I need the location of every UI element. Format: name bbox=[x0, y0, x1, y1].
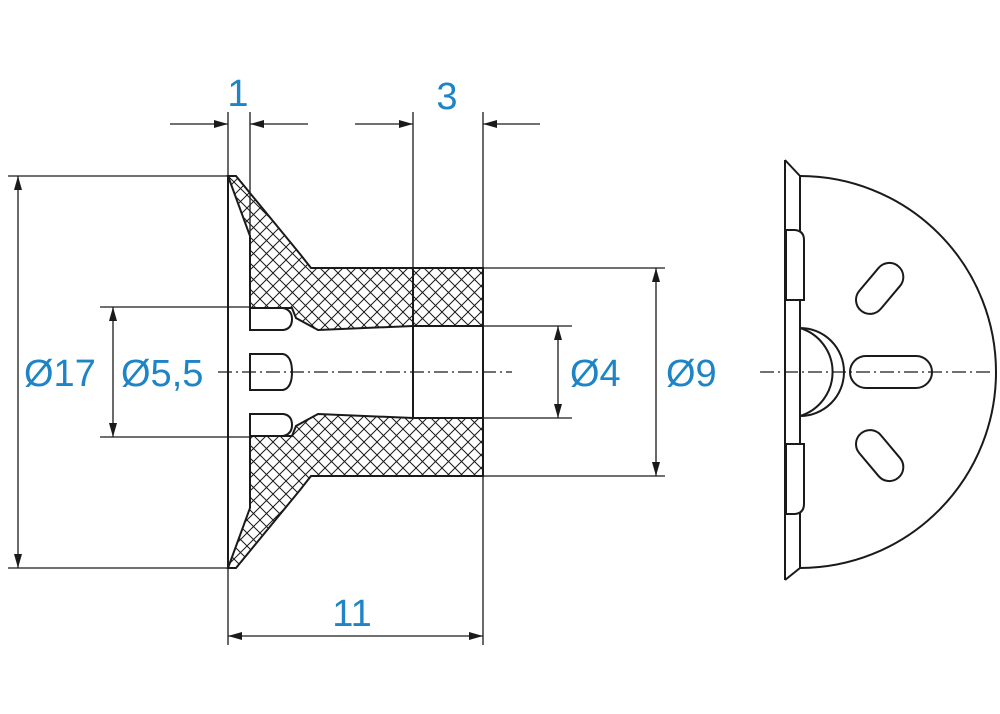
edge-slot-bottom bbox=[785, 443, 805, 515]
edge-slot-top bbox=[785, 229, 805, 301]
radial-slot-upper bbox=[855, 261, 905, 315]
dim-flange-diameter: Ø17 bbox=[24, 353, 96, 395]
slot-lower bbox=[249, 413, 294, 437]
lower-section bbox=[226, 412, 484, 569]
dimension-labels: 1 3 11 Ø17 Ø5,5 Ø4 Ø9 bbox=[24, 73, 717, 635]
dim-shank-diameter: Ø9 bbox=[666, 353, 717, 395]
dim-collar-step: 3 bbox=[436, 76, 457, 118]
dim-inner-diameter: Ø4 bbox=[570, 353, 621, 395]
radial-slot-lower bbox=[855, 429, 905, 483]
dim-bore-diameter: Ø5,5 bbox=[121, 353, 203, 395]
side-view bbox=[760, 159, 997, 581]
upper-section bbox=[226, 175, 484, 332]
dim-overall-length: 11 bbox=[332, 593, 371, 635]
extension-lines bbox=[8, 112, 665, 645]
slot-upper bbox=[249, 307, 294, 331]
dim-flange-thickness: 1 bbox=[227, 73, 248, 115]
dimension-lines bbox=[14, 120, 660, 640]
section-view bbox=[218, 175, 512, 569]
flange-arc bbox=[799, 175, 997, 569]
